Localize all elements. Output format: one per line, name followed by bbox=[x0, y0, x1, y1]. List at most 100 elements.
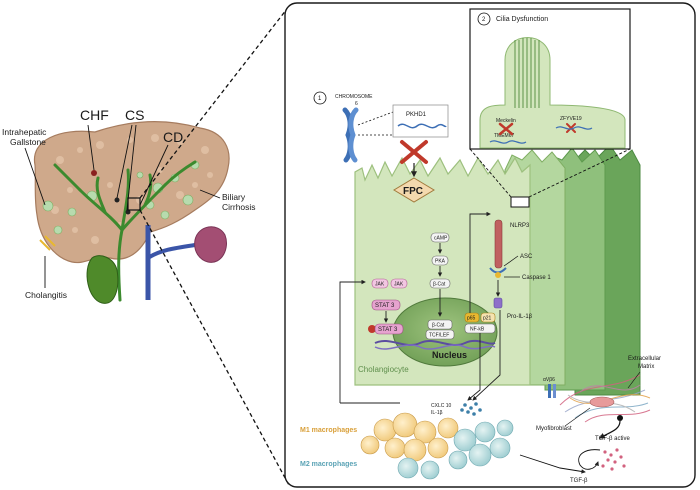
camp-pill bbox=[430, 232, 450, 243]
label-cholangitis: Cholangitis bbox=[25, 290, 67, 300]
tgfb-source-dot bbox=[617, 415, 623, 421]
chromosome-number: 6 bbox=[355, 101, 358, 107]
jak2-pill bbox=[390, 278, 408, 289]
pkhd1-label: PKHD1 bbox=[406, 112, 427, 118]
cs-marker-1 bbox=[114, 197, 120, 203]
fpc-label: FPC bbox=[403, 186, 423, 197]
arrow-nfkb-nlrp3 bbox=[469, 211, 491, 313]
ecm-leader bbox=[627, 371, 641, 389]
pkhd1-dna bbox=[397, 123, 447, 129]
cilium-body bbox=[479, 37, 626, 149]
step2-number: 2 bbox=[482, 17, 486, 23]
fpc-diamond bbox=[393, 177, 435, 203]
myofibroblast-label: Myofibroblast bbox=[536, 426, 572, 432]
chromosome-zoom-lines bbox=[357, 111, 394, 136]
myofibroblast-cell bbox=[589, 396, 615, 408]
avb6-label: αVβ6 bbox=[543, 377, 555, 383]
cilia-zoom-box bbox=[510, 196, 530, 208]
label-intrahepatic: Intrahepatic bbox=[2, 127, 47, 137]
label-cirrhosis: Cirrhosis bbox=[222, 202, 256, 212]
kidney bbox=[194, 226, 227, 263]
pka-label: PKA bbox=[435, 259, 446, 265]
tgfb-label: TGF-β bbox=[570, 478, 588, 484]
m1-label: M1 macrophages bbox=[300, 427, 357, 434]
p21-pill bbox=[480, 312, 496, 323]
phospho-dot bbox=[368, 325, 376, 333]
label-chf: CHF bbox=[80, 107, 109, 123]
step1-number: 1 bbox=[318, 96, 322, 102]
zfyve19-label: ZFYVE19 bbox=[560, 116, 582, 122]
inhibition-x-icon bbox=[400, 140, 428, 164]
biliary-tree bbox=[53, 160, 197, 302]
tmem67-label: TMEM67 bbox=[494, 133, 515, 139]
stat3-top-label: STAT 3 bbox=[375, 303, 395, 309]
liver bbox=[33, 121, 230, 264]
arrow-m2-tgfb bbox=[519, 454, 586, 474]
caspase1-label: Caspase 1 bbox=[522, 275, 551, 281]
zoom-lines bbox=[139, 4, 291, 488]
tmem67-dna bbox=[489, 140, 527, 144]
liver-texture bbox=[51, 134, 213, 244]
nucleus-dna bbox=[374, 339, 496, 346]
label-gallstone: Gallstone bbox=[10, 137, 46, 147]
zfyve19-x-icon bbox=[566, 123, 576, 133]
stat3-bottom-label: STAT 3 bbox=[378, 327, 398, 333]
stat3-top-pill bbox=[371, 299, 401, 311]
meckelin-label: Meckelin bbox=[496, 118, 516, 124]
leader-lines bbox=[24, 124, 221, 288]
tcf-lef-pill bbox=[425, 329, 455, 340]
nucleus-dna-2 bbox=[374, 344, 496, 350]
nlrp3-label: NLRP3 bbox=[510, 223, 530, 229]
nucleus-label: Nucleus bbox=[432, 350, 467, 360]
bcat-top-pill bbox=[429, 278, 451, 289]
label-cd: CD bbox=[163, 129, 183, 145]
cilia-zoom-lines bbox=[469, 148, 631, 198]
meckelin-x-icon bbox=[498, 122, 514, 136]
camp-label: cAMP bbox=[434, 236, 448, 242]
m2-macrophages bbox=[397, 419, 514, 480]
arrow-proil-cytokines bbox=[472, 310, 501, 401]
nfkb-label: NF-kB bbox=[470, 327, 485, 333]
avb6-integrin bbox=[548, 384, 556, 398]
cilia-title: Cilia Dysfunction bbox=[496, 16, 548, 23]
jak1-label: JAK bbox=[375, 282, 385, 288]
myofibroblast-leader bbox=[564, 407, 591, 427]
bcat-nuc-pill bbox=[427, 319, 453, 330]
tgfb-loop bbox=[578, 449, 601, 470]
cs-marker-2 bbox=[125, 209, 131, 215]
m1-macrophages bbox=[360, 412, 459, 462]
tcf-lef-label: TCF/LEF bbox=[429, 333, 449, 339]
bcat-top-label: β-Cat bbox=[433, 282, 446, 288]
tgfb-active-label: TGF-β active bbox=[595, 436, 630, 442]
jak1-pill bbox=[371, 278, 389, 289]
ecm-label-1: Extracellular bbox=[628, 356, 661, 362]
zfyve19-dna bbox=[555, 126, 593, 130]
pro-il1b-label: Pro-IL-1β bbox=[507, 314, 533, 320]
pka-pill bbox=[431, 255, 449, 266]
cilium-axoneme bbox=[514, 38, 540, 108]
chromosome-icon bbox=[342, 107, 359, 163]
pro-il1b-block bbox=[493, 297, 503, 309]
arrow-nfkb-cytokines bbox=[467, 333, 481, 401]
asc-dot bbox=[495, 272, 501, 278]
cytokine-dots bbox=[460, 402, 482, 416]
liver-panel: CHF CS CD Intrahepatic Gallstone Biliary… bbox=[2, 107, 256, 304]
detail-panel: 1 CHROMOSOME 6 PKHD1 FPC 2 Cilia Dysfunc… bbox=[284, 2, 696, 488]
arrow-ecm-tgfb bbox=[598, 420, 621, 439]
asc-leader bbox=[503, 255, 519, 267]
cxcl10-label: CXLC 10 bbox=[431, 403, 452, 409]
cholangiocyte-label: Cholangiocyte bbox=[358, 365, 409, 374]
label-biliary: Biliary bbox=[222, 192, 246, 202]
step1-badge bbox=[313, 91, 327, 105]
gallstone-marker bbox=[91, 170, 97, 176]
label-cs: CS bbox=[125, 107, 144, 123]
il1b-label: IL-1β bbox=[431, 410, 443, 416]
portal-vein bbox=[146, 243, 196, 260]
nlrp3-receptor bbox=[494, 219, 503, 269]
stat3-bottom-pill bbox=[374, 323, 404, 335]
pkhd1-box bbox=[392, 104, 449, 138]
jak2-label: JAK bbox=[394, 282, 404, 288]
p65-pill bbox=[464, 312, 480, 323]
